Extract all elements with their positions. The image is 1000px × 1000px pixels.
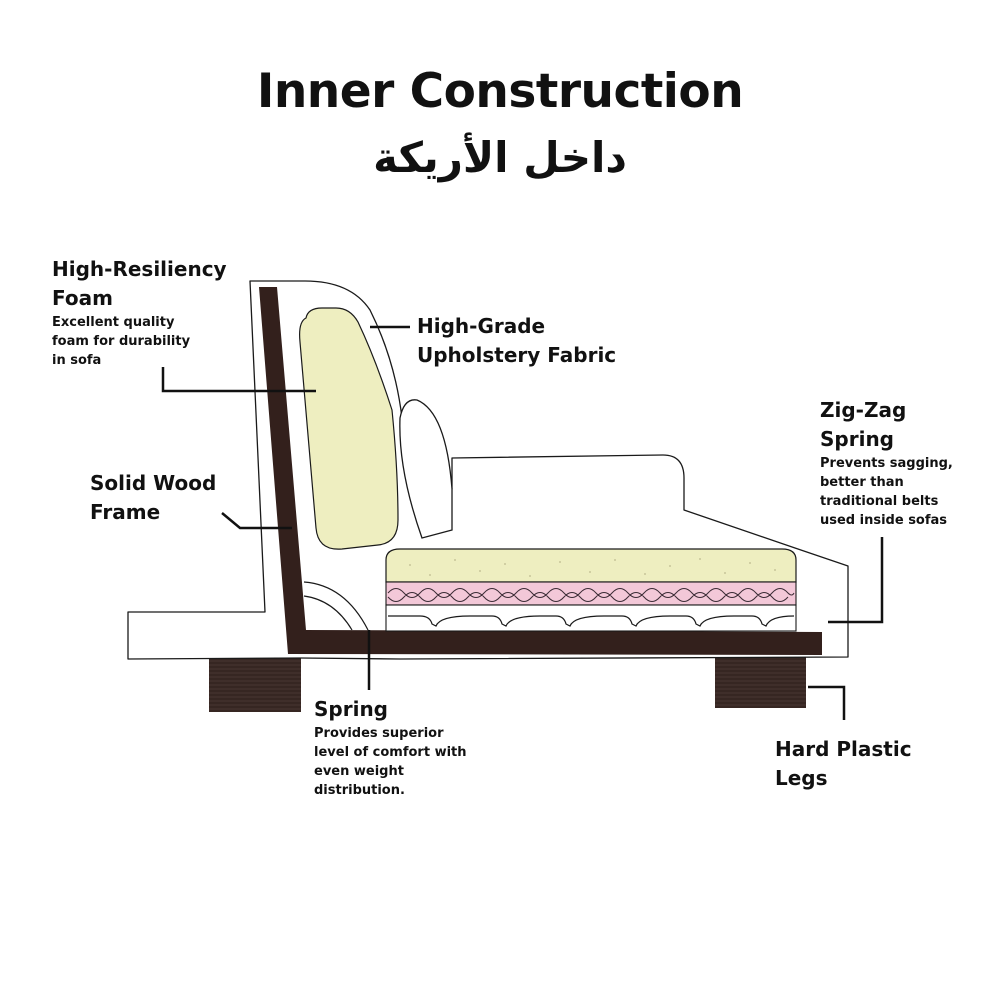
page-title: Inner Construction	[256, 64, 744, 119]
frame-brace-curve-inner	[303, 595, 353, 631]
pocket-spring-coils	[387, 588, 795, 602]
right-leg	[715, 655, 806, 708]
label-zigzag-heading: Zig-Zag Spring	[820, 398, 907, 451]
page-subtitle-arabic: داخل الأريكة	[373, 133, 627, 182]
label-foam: High-Resiliency Foam Excellent quality f…	[52, 255, 227, 370]
label-zigzag-desc: Prevents sagging, better than traditiona…	[820, 456, 953, 528]
label-spring-desc: Provides superior level of comfort with …	[314, 726, 467, 798]
label-legs-heading: Hard Plastic Legs	[775, 737, 912, 790]
seat-foam-cushion	[385, 548, 797, 583]
back-pillow	[399, 399, 453, 539]
label-zigzag: Zig-Zag Spring Prevents sagging, better …	[820, 396, 953, 530]
label-frame-heading: Solid Wood Frame	[90, 471, 217, 524]
leader-lines	[161, 325, 884, 720]
label-legs: Hard Plastic Legs	[775, 735, 912, 793]
label-foam-heading: High-Resiliency Foam	[52, 257, 227, 310]
label-spring-heading: Spring	[314, 697, 388, 721]
left-leg	[209, 658, 301, 712]
zigzag-spring-wave	[388, 615, 795, 627]
seat-foam-texture	[409, 558, 776, 577]
frame-leader-line	[221, 512, 292, 530]
frame-brace-curve	[303, 581, 369, 631]
foam-leader-line	[161, 367, 316, 393]
back-foam-block	[299, 307, 399, 550]
label-frame: Solid Wood Frame	[90, 469, 216, 527]
label-fabric: High-Grade Upholstery Fabric	[417, 312, 616, 370]
legs-leader-line	[808, 685, 846, 720]
label-foam-desc: Excellent quality foam for durability in…	[52, 315, 191, 368]
zigzag-spring-layer	[385, 604, 797, 632]
label-spring: Spring Provides superior level of comfor…	[314, 695, 467, 800]
label-fabric-heading: High-Grade Upholstery Fabric	[417, 314, 617, 367]
zigzag-leader-line	[828, 537, 884, 624]
